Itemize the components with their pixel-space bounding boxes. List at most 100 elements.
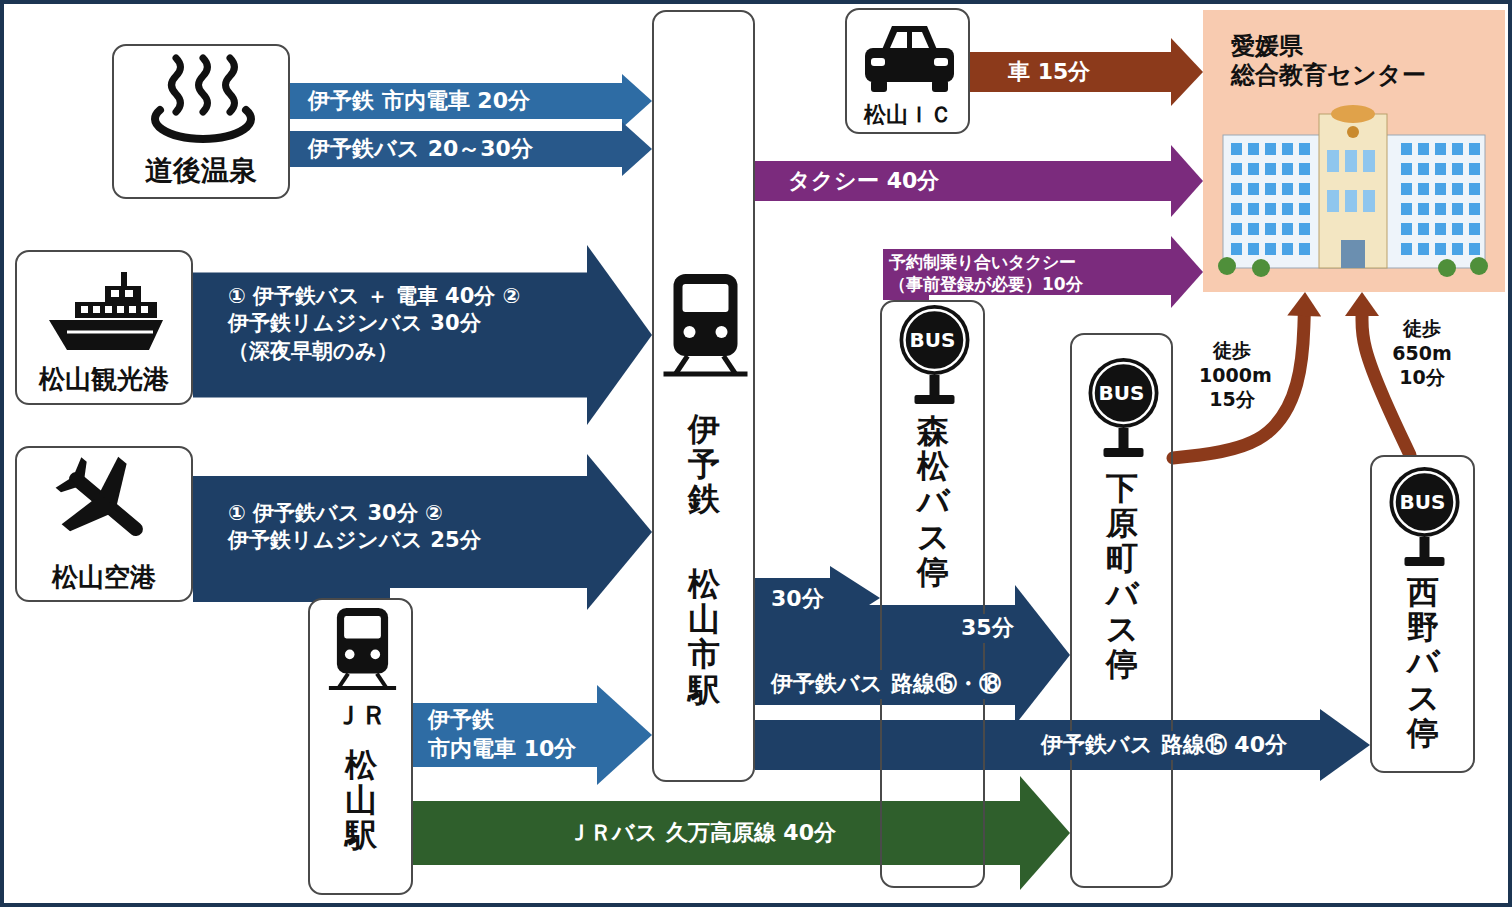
- place-name: 下原町バス停: [1106, 471, 1138, 682]
- bus-sign-text: BUS: [910, 328, 956, 352]
- place-name: 松山空港: [52, 562, 156, 593]
- route-arrow: [290, 74, 652, 128]
- route-label: 30分: [768, 585, 827, 614]
- arrow-body: [290, 131, 623, 167]
- bus-stop-sign: [1390, 467, 1460, 566]
- place-name: 森松バス停: [917, 414, 949, 590]
- arrow-head: [1020, 776, 1070, 890]
- route-note: 伊予鉄バス 路線⑮・⑱: [768, 670, 1004, 699]
- bus-stop-sign: [900, 305, 970, 404]
- bus-icon: [882, 302, 987, 890]
- arrow-body: [413, 703, 598, 767]
- arrow-head: [1345, 292, 1379, 316]
- route-arrow: [193, 245, 652, 425]
- bus-sign-text: BUS: [1099, 381, 1145, 405]
- ship-window: [93, 306, 100, 313]
- ship-window: [129, 306, 136, 313]
- arrow-head: [1171, 145, 1203, 217]
- ship-window: [111, 290, 119, 297]
- route-arrow: [1173, 292, 1321, 458]
- steam-stroke: [199, 58, 208, 112]
- route-label: ① 伊予鉄バス ＋ 電車 40分 ② 伊予鉄リムジンバス 30分 （深夜早朝のみ…: [225, 283, 541, 365]
- route-label: ＪＲバス 久万高原線 40分: [565, 819, 839, 848]
- arrow-head: [1287, 292, 1321, 317]
- place-name: ＪＲ: [335, 700, 387, 731]
- route-arrow: [193, 572, 360, 598]
- ship-stripe: [67, 331, 153, 334]
- ship-window: [117, 306, 124, 313]
- place-name: 道後温泉: [145, 154, 257, 188]
- plane-shape: [40, 439, 169, 567]
- place-box: BUS 下原町バス停: [1070, 333, 1173, 888]
- route-label: 伊予鉄バス 20～30分: [305, 135, 536, 164]
- place-box: 松山ＩＣ: [845, 8, 970, 134]
- bus-stop-sign: [1089, 358, 1159, 457]
- ship-window: [105, 306, 112, 313]
- arrow-body: [755, 605, 1016, 705]
- arrow-head: [1320, 709, 1370, 781]
- route-label: タクシー 40分: [785, 167, 942, 196]
- place-name: 伊予鉄: [688, 412, 720, 518]
- arrow-head: [622, 122, 652, 176]
- arrow-body: [290, 83, 623, 119]
- ship-window: [125, 290, 133, 297]
- car-shape: [865, 26, 954, 92]
- ship-mast: [121, 272, 127, 286]
- route-label: 徒歩 650m 10分: [1388, 316, 1456, 390]
- train-front: [664, 274, 748, 374]
- route-label: 伊予鉄 市内電車 10分: [425, 706, 591, 763]
- arrow-head: [587, 245, 652, 425]
- place-box: 愛媛県 総合教育センター: [1203, 10, 1505, 292]
- arrow-head: [1015, 585, 1070, 725]
- route-arrow: [755, 145, 1203, 217]
- route-arrow: [290, 122, 652, 176]
- route-label: 車 15分: [1005, 58, 1093, 87]
- route-label: 35分: [958, 614, 1017, 643]
- route-arrow: [413, 685, 652, 785]
- place-name: 西野バス停: [1407, 575, 1439, 751]
- place-box: 松山観光港: [15, 250, 193, 405]
- place-box: 松山空港: [15, 446, 193, 602]
- place-box: 伊予鉄松山市駅: [652, 10, 755, 782]
- arrow-head: [1171, 38, 1203, 106]
- arrow-body: [755, 161, 1172, 201]
- route-arrow: [755, 585, 1070, 725]
- route-arrow: [413, 776, 1070, 890]
- arrow-head: [1171, 236, 1203, 308]
- route-arrow: [193, 454, 652, 610]
- place-box: BUS 西野バス停: [1370, 455, 1475, 773]
- route-label: 徒歩 1000m 15分: [1196, 338, 1268, 412]
- arrow-head: [597, 685, 652, 785]
- place-box: 道後温泉: [112, 44, 290, 199]
- arrow-body: [413, 801, 1021, 865]
- ship-bridge: [105, 286, 141, 302]
- place-name: 松山市駅: [688, 567, 720, 708]
- bus-sign-text: BUS: [1400, 490, 1446, 514]
- route-arrow: [970, 38, 1203, 106]
- arrow-body: [193, 273, 588, 398]
- route-label: ① 伊予鉄バス 30分 ② 伊予鉄リムジンバス 25分: [225, 500, 541, 555]
- place-name: 松山ＩＣ: [864, 102, 952, 128]
- route-label: 伊予鉄バス 路線⑮ 40分: [1038, 731, 1290, 760]
- route-arrow: [755, 709, 1370, 781]
- arrow-body: [193, 572, 360, 598]
- place-name: 松山駅: [345, 748, 377, 854]
- building-illustration: [1218, 105, 1488, 277]
- ship-window: [141, 306, 148, 313]
- bath-ring: [155, 110, 251, 139]
- steam-stroke: [172, 58, 181, 112]
- route-label: 伊予鉄 市内電車 20分: [305, 87, 533, 116]
- route-label: 予約制乗り合いタクシー （事前登録が必要）10分: [886, 251, 1142, 295]
- place-name: 松山観光港: [39, 364, 169, 395]
- place-box: ＪＲ 松山駅: [308, 598, 413, 895]
- steam-stroke: [226, 58, 235, 112]
- train-front: [329, 608, 396, 688]
- place-name: 愛媛県 総合教育センター: [1231, 32, 1446, 90]
- arrow-head: [587, 454, 652, 610]
- arrow-body: [970, 52, 1172, 92]
- arrow-body: [755, 720, 1321, 770]
- place-box: BUS 森松バス停: [880, 300, 985, 888]
- ship-deck: [75, 302, 157, 318]
- ship-hull: [49, 320, 163, 350]
